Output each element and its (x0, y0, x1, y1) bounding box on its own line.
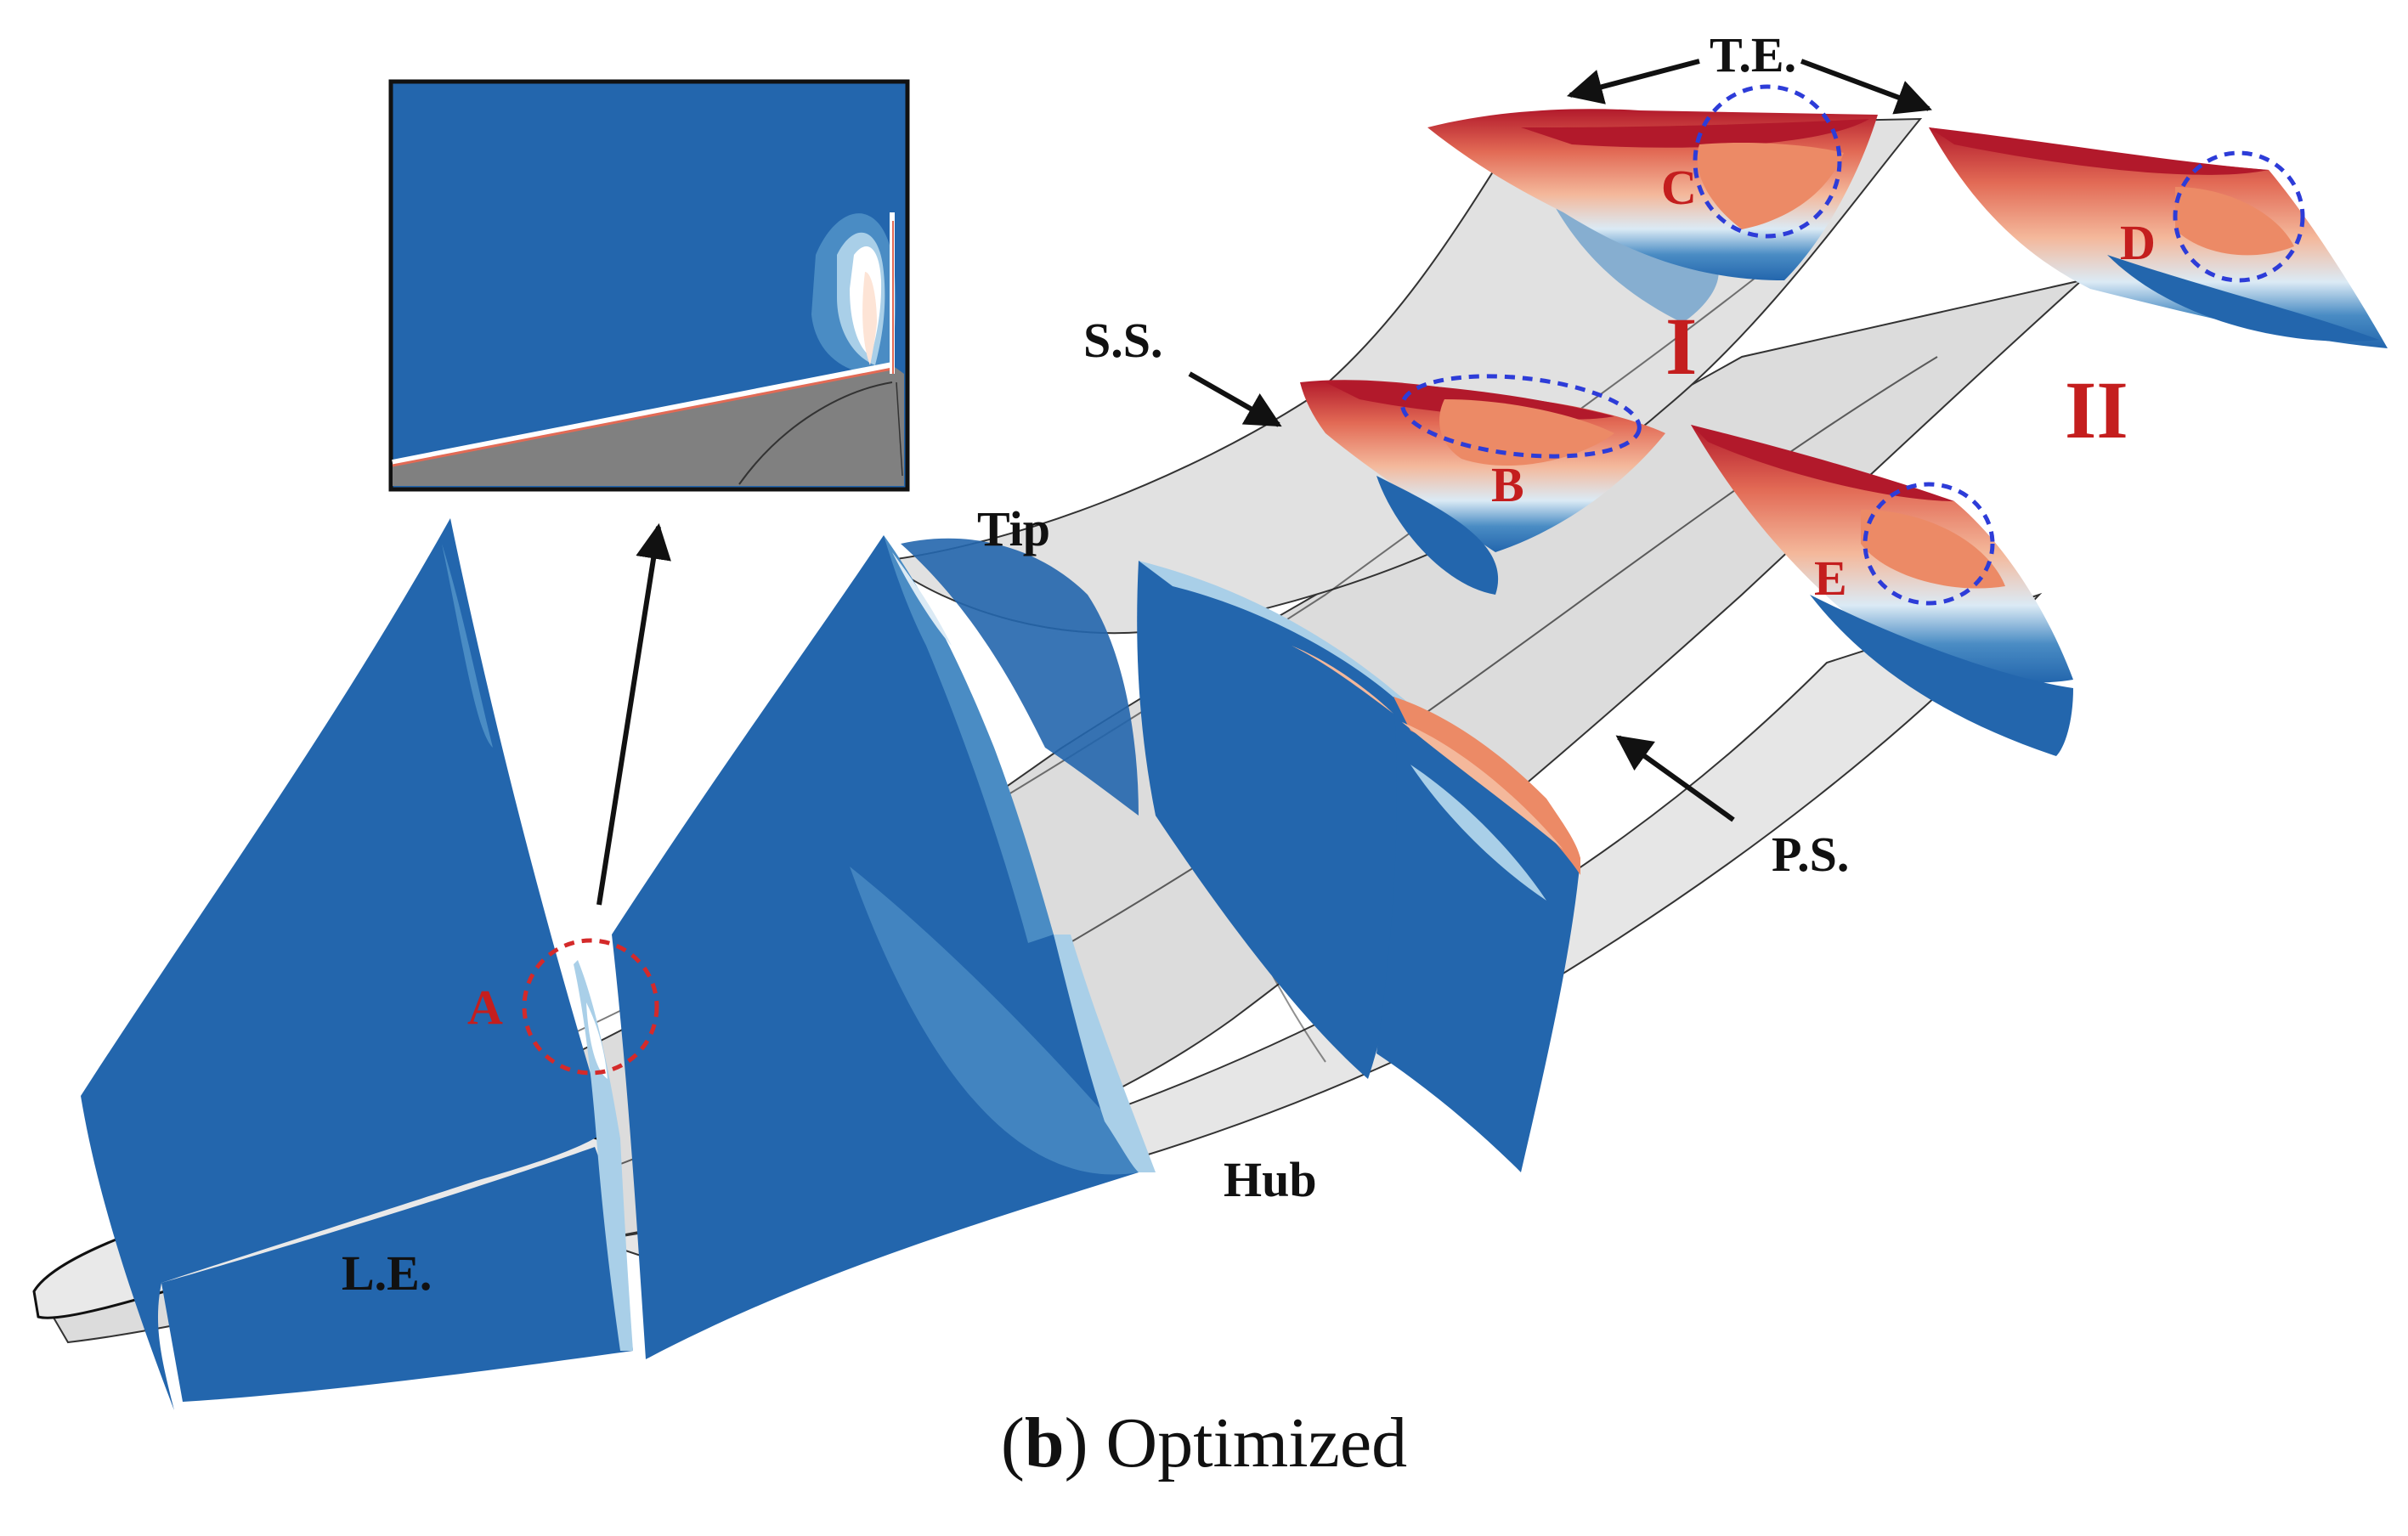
section-I (1427, 109, 1878, 280)
label-tip: Tip (977, 501, 1050, 556)
plane-2-lightband (892, 552, 952, 646)
circle-c (1693, 84, 1842, 239)
section-II (1929, 127, 2388, 348)
label-region-d: D (2120, 215, 2156, 270)
inset-zoom (388, 79, 910, 492)
circle-e (1863, 482, 1995, 606)
label-ps: P.S. (1772, 827, 1849, 882)
label-section-II: II (2065, 364, 2128, 455)
highlight-circles (522, 84, 2305, 1076)
label-section-I: I (1665, 301, 1697, 392)
label-region-c: C (1661, 160, 1697, 215)
plane-4-warm-edge (1393, 697, 1580, 875)
label-region-a: A (467, 980, 503, 1035)
plane-1-edge-highlight (442, 544, 493, 748)
tip-plane (901, 538, 1139, 816)
caption-text: Optimized (1105, 1403, 1408, 1482)
figure-caption: (b) Optimized (1000, 1403, 1408, 1482)
te-arrow-left (1566, 59, 1700, 104)
thin-blade-edge (574, 960, 633, 1351)
circle-d (2173, 150, 2305, 283)
contour-plane-2 (612, 535, 1139, 1359)
label-region-e: E (1814, 551, 1847, 606)
circle-a (522, 938, 659, 1076)
caption-letter: b (1024, 1403, 1065, 1482)
inset-gray-wall (393, 365, 904, 486)
plane-2-lower-right (850, 867, 1139, 1175)
contour-planes (81, 127, 1719, 1410)
contour-plane-1-lower (161, 1147, 633, 1402)
label-region-b: B (1491, 457, 1524, 512)
label-hub: Hub (1224, 1152, 1317, 1207)
contour-plane-1 (81, 518, 608, 1410)
label-le: L.E. (342, 1245, 432, 1301)
section-II-contour (1929, 127, 2388, 348)
ss-arrow (1188, 371, 1282, 427)
label-te: T.E. (1710, 27, 1796, 82)
label-ss: S.S. (1083, 313, 1163, 368)
inset-arrow (596, 522, 671, 906)
te-arrow-right (1800, 59, 1932, 115)
plane-2-edge-band (884, 535, 1054, 943)
circle-b (1400, 374, 1642, 459)
contour-plane-3 (1137, 561, 1418, 1079)
text-labels: T.E. S.S. Tip P.S. Hub L.E. I II A B C D… (342, 27, 2156, 1301)
section-mid-right (1691, 425, 2073, 756)
ps-arrow (1615, 735, 1735, 822)
plane-3-ridge (1139, 561, 1427, 731)
annotation-arrows (596, 59, 1932, 906)
